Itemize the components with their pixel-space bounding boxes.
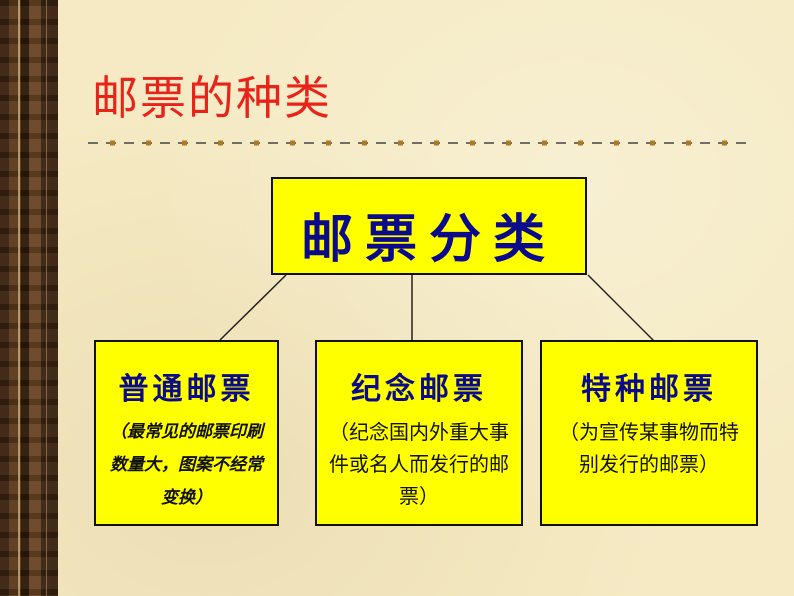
child-title: 普通邮票: [118, 372, 255, 407]
divider-dot: [434, 140, 439, 146]
divider-dot: [326, 140, 331, 146]
root-label: 邮票分类: [300, 209, 557, 270]
divider-dot: [506, 140, 511, 146]
strip-accent-line: [46, 0, 47, 596]
root-node: 邮票分类: [271, 177, 587, 275]
wood-side-strip: [0, 0, 58, 596]
dotted-divider: [88, 140, 748, 146]
child-title: 特种邮票: [581, 372, 717, 407]
divider-dot: [218, 140, 223, 146]
divider-dot: [722, 140, 727, 146]
child-description: （最常见的邮票印刷数量大，图案不经常变换）: [110, 422, 263, 508]
child-title: 纪念邮票: [351, 372, 487, 407]
divider-dot: [398, 140, 403, 146]
child-description: （纪念国内外重大事件或名人而发行的邮票）: [329, 420, 509, 508]
divider-dot: [362, 140, 367, 146]
slide-title: 邮票的种类: [92, 71, 332, 125]
child-node-special: 特种邮票 （为宣传某事物而特别发行的邮票）: [540, 340, 758, 526]
divider-dot: [290, 140, 295, 146]
divider-dot: [614, 140, 619, 146]
child-node-commemorative: 纪念邮票 （纪念国内外重大事件或名人而发行的邮票）: [315, 340, 523, 526]
divider-dot: [650, 140, 655, 146]
strip-accent-line: [18, 0, 20, 596]
divider-dot: [254, 140, 259, 146]
divider-dot: [470, 140, 475, 146]
divider-dot: [110, 140, 115, 146]
divider-dot: [542, 140, 547, 146]
divider-dot: [578, 140, 583, 146]
divider-dot: [686, 140, 691, 146]
child-description: （为宣传某事物而特别发行的邮票）: [559, 420, 739, 476]
divider-dot: [182, 140, 187, 146]
child-node-ordinary: 普通邮票 （最常见的邮票印刷数量大，图案不经常变换）: [94, 340, 279, 526]
divider-dot: [146, 140, 151, 146]
